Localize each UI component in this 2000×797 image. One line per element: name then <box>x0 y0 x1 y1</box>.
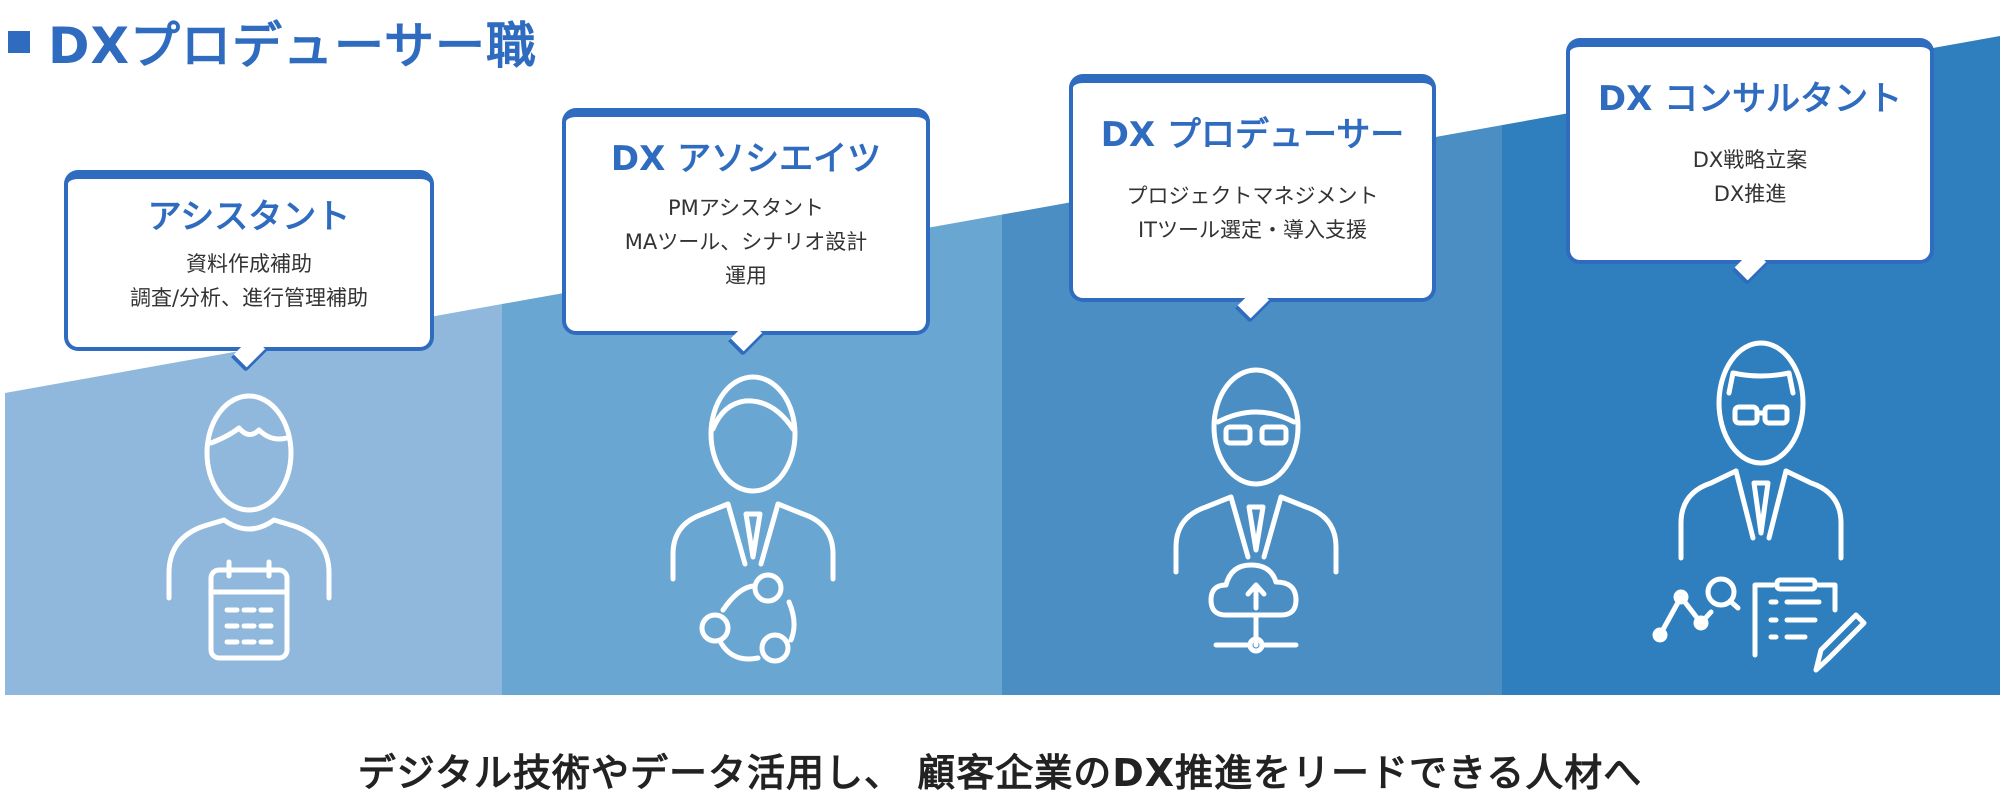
level-duty: 資料作成補助 <box>186 252 312 276</box>
associate-person-icon <box>670 374 836 582</box>
calendar-icon <box>208 559 290 661</box>
level-card-consultant: DX コンサルタント DX戦略立案 DX推進 <box>1566 38 1934 286</box>
cloud-network-icon <box>1208 562 1299 654</box>
level-card-assistant: アシスタント 資料作成補助 調査/分析、進行管理補助 <box>64 170 434 373</box>
assistant-person-icon <box>166 393 332 601</box>
cycle-icon <box>699 572 797 664</box>
level-card-associate: DX アソシエイツ PMアシスタント MAツール、シナリオ設計 運用 <box>562 108 930 357</box>
footer-message: デジタル技術やデータ活用し、 顧客企業のDX推進をリードできる人材へ <box>357 751 1643 795</box>
level-duty: ITツール選定・導入支援 <box>1137 218 1368 242</box>
level-duty: PMアシスタント <box>668 196 824 220</box>
level-duty: DX推進 <box>1713 182 1787 206</box>
consultant-person-icon <box>1678 340 1844 561</box>
level-duty: プロジェクトマネジメント <box>1126 184 1379 208</box>
level-card-producer: DX プロデューサー プロジェクトマネジメント ITツール選定・導入支援 <box>1069 74 1436 324</box>
level-duty: DX戦略立案 <box>1692 148 1808 172</box>
analysis-checklist-icon <box>1652 576 1867 673</box>
producer-person-icon <box>1173 367 1339 575</box>
level-role: DX コンサルタント <box>1597 79 1903 119</box>
step-column-2 <box>502 36 1002 695</box>
level-role: DX アソシエイツ <box>610 139 882 179</box>
level-duty: 調査/分析、進行管理補助 <box>129 286 369 310</box>
level-duty: 運用 <box>725 264 767 288</box>
title-square-icon <box>8 31 30 53</box>
level-role: アシスタント <box>147 197 351 237</box>
page-title-text: DXプロデューサー職 <box>48 17 538 75</box>
level-duty: MAツール、シナリオ設計 <box>624 230 868 254</box>
page-title: DXプロデューサー職 <box>8 6 537 78</box>
level-role: DX プロデューサー <box>1100 115 1405 155</box>
